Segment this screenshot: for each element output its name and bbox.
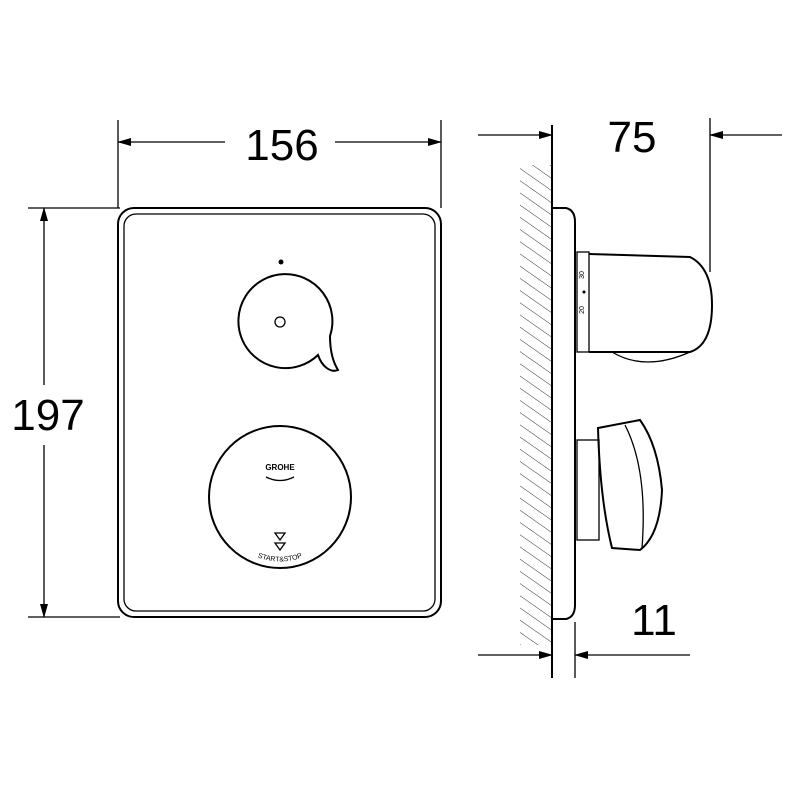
button-stem <box>576 439 600 541</box>
faceplate-outer <box>117 207 442 618</box>
wall-hatch <box>520 165 552 645</box>
arrow-down-icon-bottom <box>273 542 287 552</box>
indicator-dot <box>278 259 284 265</box>
temperature-knob <box>237 273 340 372</box>
width-label: 156 <box>245 121 318 170</box>
start-stop-button <box>208 425 352 569</box>
scale-mark <box>582 290 586 294</box>
button-label-arc: START&STOP <box>257 552 304 563</box>
knob-scale-ring <box>576 251 590 353</box>
upper-knob-side <box>588 253 714 353</box>
scale-low: 20 <box>579 306 586 314</box>
button-contour <box>624 424 644 549</box>
lower-button-side <box>596 418 664 552</box>
scale-high: 30 <box>579 271 586 279</box>
plate-profile <box>552 207 576 620</box>
knob-lever-side <box>611 351 691 363</box>
button-label: START&STOP <box>257 552 304 563</box>
depth-label: 75 <box>608 113 657 162</box>
faceplate-inner <box>123 213 436 612</box>
brand-logo: GROHE <box>265 463 295 472</box>
arrow-down-icon-top <box>273 532 287 542</box>
brand-logo-swoosh <box>265 476 295 482</box>
offset-label: 11 <box>631 596 677 645</box>
height-label: 197 <box>11 391 84 440</box>
knob-center <box>274 316 286 328</box>
